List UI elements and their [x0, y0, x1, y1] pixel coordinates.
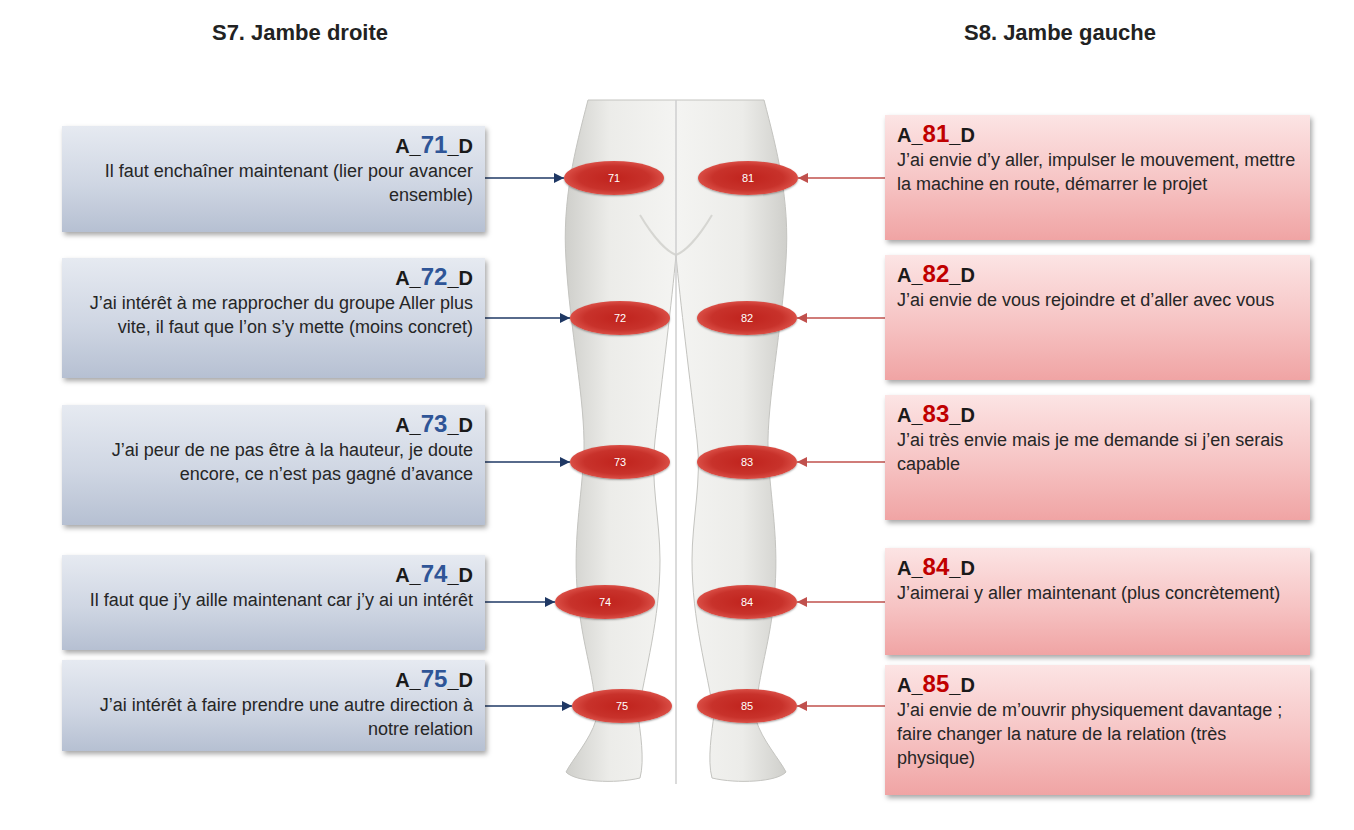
callout-ellipse: 74 — [555, 585, 655, 619]
callout-number: 83 — [741, 456, 753, 468]
section-heading: S7. Jambe droite — [100, 20, 500, 46]
statement-box-right-leg: A_73_DJ’ai peur de ne pas être à la haut… — [62, 405, 485, 525]
heading-number: 72 — [421, 263, 448, 290]
heading-part: _D — [949, 264, 975, 286]
item-text: J’ai envie de m’ouvrir physiquement dava… — [897, 698, 1298, 770]
item-code: A_84_D — [897, 554, 1298, 581]
heading-part: _D — [447, 669, 473, 691]
pointer-arrow — [797, 461, 885, 463]
item-code: A_72_D — [74, 264, 473, 291]
pointer-arrow — [485, 177, 564, 179]
pointer-arrow — [485, 705, 572, 707]
item-code: A_74_D — [74, 561, 473, 588]
center-seam — [675, 100, 677, 784]
pointer-arrow — [798, 177, 885, 179]
heading-part: _D — [949, 124, 975, 146]
callout-ellipse: 71 — [564, 161, 664, 195]
item-text: J’ai intérêt à me rapprocher du groupe A… — [74, 291, 473, 339]
item-text: J’ai envie de vous rejoindre et d’aller … — [897, 288, 1298, 312]
pointer-arrow — [485, 601, 555, 603]
item-text: J’ai envie d’y aller, impulser le mouvem… — [897, 148, 1298, 196]
callout-ellipse: 85 — [697, 689, 797, 723]
item-code: A_83_D — [897, 401, 1298, 428]
heading-part: _D — [949, 557, 975, 579]
heading-part: A_ — [897, 404, 923, 426]
callout-number: 72 — [614, 312, 626, 324]
item-code: A_81_D — [897, 121, 1298, 148]
heading-number: 82 — [923, 260, 950, 287]
item-text: J’ai peur de ne pas être à la hauteur, j… — [74, 438, 473, 486]
heading-part: A_ — [897, 557, 923, 579]
heading-number: 83 — [923, 400, 950, 427]
heading-part: _D — [447, 414, 473, 436]
item-code: A_71_D — [74, 132, 473, 159]
statement-box-left-leg: A_82_DJ’ai envie de vous rejoindre et d’… — [885, 255, 1310, 380]
item-code: A_82_D — [897, 261, 1298, 288]
heading-part: A_ — [395, 669, 421, 691]
pointer-arrow — [797, 601, 885, 603]
callout-ellipse: 82 — [697, 301, 797, 335]
statement-box-left-leg: A_85_DJ’ai envie de m’ouvrir physiquemen… — [885, 665, 1310, 795]
pointer-arrow — [485, 461, 570, 463]
heading-number: 84 — [923, 553, 950, 580]
statement-box-right-leg: A_74_DIl faut que j’y aille maintenant c… — [62, 555, 485, 650]
statement-box-left-leg: A_81_DJ’ai envie d’y aller, impulser le … — [885, 115, 1310, 240]
item-text: Il faut que j’y aille maintenant car j’y… — [74, 588, 473, 612]
callout-number: 74 — [599, 596, 611, 608]
heading-part: _D — [447, 267, 473, 289]
callout-ellipse: 84 — [697, 585, 797, 619]
callout-number: 85 — [741, 700, 753, 712]
item-code: A_73_D — [74, 411, 473, 438]
heading-number: 73 — [421, 410, 448, 437]
callout-number: 75 — [616, 700, 628, 712]
callout-number: 73 — [614, 456, 626, 468]
heading-part: A_ — [897, 124, 923, 146]
statement-box-right-leg: A_75_DJ’ai intérêt à faire prendre une a… — [62, 660, 485, 751]
pointer-arrow — [797, 317, 885, 319]
callout-ellipse: 73 — [570, 445, 670, 479]
callout-number: 82 — [741, 312, 753, 324]
heading-number: 74 — [421, 560, 448, 587]
heading-number: 81 — [923, 120, 950, 147]
heading-part: _D — [949, 674, 975, 696]
callout-ellipse: 83 — [697, 445, 797, 479]
statement-box-right-leg: A_71_DIl faut enchaîner maintenant (lier… — [62, 126, 485, 232]
item-code: A_75_D — [74, 666, 473, 693]
heading-part: _D — [949, 404, 975, 426]
heading-number: 71 — [421, 131, 448, 158]
statement-box-left-leg: A_83_DJ’ai très envie mais je me demande… — [885, 395, 1310, 520]
item-text: J’aimerai y aller maintenant (plus concr… — [897, 581, 1298, 605]
heading-number: 85 — [923, 670, 950, 697]
heading-part: A_ — [395, 267, 421, 289]
statement-box-left-leg: A_84_DJ’aimerai y aller maintenant (plus… — [885, 548, 1310, 655]
item-text: Il faut enchaîner maintenant (lier pour … — [74, 159, 473, 207]
item-text: J’ai très envie mais je me demande si j’… — [897, 428, 1298, 476]
heading-part: A_ — [897, 674, 923, 696]
heading-part: _D — [447, 564, 473, 586]
heading-part: _D — [447, 135, 473, 157]
item-code: A_85_D — [897, 671, 1298, 698]
heading-number: 75 — [421, 665, 448, 692]
heading-part: A_ — [395, 564, 421, 586]
heading-part: A_ — [395, 135, 421, 157]
callout-ellipse: 72 — [570, 301, 670, 335]
statement-box-right-leg: A_72_DJ’ai intérêt à me rapprocher du gr… — [62, 258, 485, 378]
callout-ellipse: 75 — [572, 689, 672, 723]
pointer-arrow — [797, 705, 885, 707]
callout-number: 84 — [741, 596, 753, 608]
callout-number: 71 — [608, 172, 620, 184]
callout-number: 81 — [742, 172, 754, 184]
heading-part: A_ — [897, 264, 923, 286]
item-text: J’ai intérêt à faire prendre une autre d… — [74, 693, 473, 741]
section-heading: S8. Jambe gauche — [860, 20, 1260, 46]
callout-ellipse: 81 — [698, 161, 798, 195]
pointer-arrow — [485, 317, 570, 319]
heading-part: A_ — [395, 414, 421, 436]
